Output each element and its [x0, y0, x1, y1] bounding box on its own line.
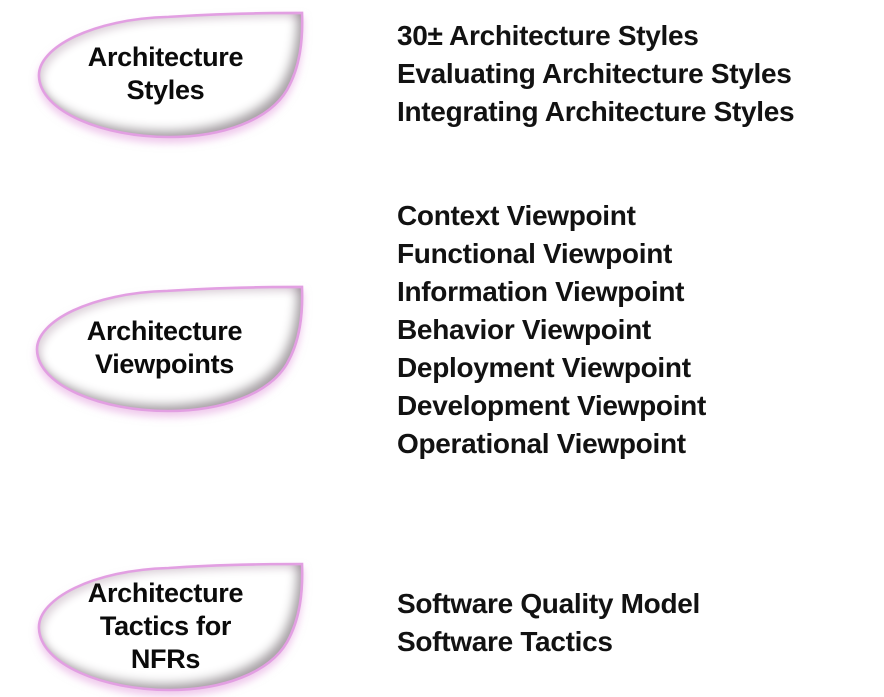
list-item: Operational Viewpoint [397, 428, 686, 459]
bubble-label-line: Styles [126, 75, 205, 105]
list-architecture-tactics-topics: Software Quality Model Software Tactics [397, 585, 700, 661]
list-architecture-styles-topics: 30± Architecture Styles Evaluating Archi… [397, 17, 795, 131]
list-architecture-viewpoints-topics: Context Viewpoint Functional Viewpoint I… [397, 197, 706, 463]
bubble-label-line: Tactics for [99, 610, 232, 641]
bubble-architecture-tactics-nfrs: Architecture Tactics for NFRs [29, 561, 308, 692]
teardrop-shape-icon [37, 11, 304, 139]
bubble-label-architecture-tactics-nfrs: Architecture Tactics for NFRs [29, 561, 308, 691]
bubble-label-architecture-viewpoints: Architecture Viewpoints [27, 284, 308, 412]
list-item: 30± Architecture Styles [397, 20, 699, 51]
list-item: Deployment Viewpoint [397, 352, 691, 383]
list-item: Functional Viewpoint [397, 238, 673, 269]
teardrop-shape-icon [37, 562, 304, 692]
bubble-label-line: Viewpoints [94, 349, 235, 379]
bubble-label-architecture-styles: Architecture Styles [29, 10, 308, 138]
teardrop-shape-icon [35, 285, 304, 413]
list-item: Information Viewpoint [397, 276, 685, 307]
bubble-label-line: Architecture [87, 577, 244, 608]
bubble-architecture-viewpoints: Architecture Viewpoints [27, 284, 308, 413]
list-item: Evaluating Architecture Styles [397, 58, 792, 89]
bubble-label-line: NFRs [130, 643, 201, 674]
bubble-label-line: Architecture [87, 42, 244, 72]
list-item: Context Viewpoint [397, 200, 636, 231]
list-item: Development Viewpoint [397, 390, 707, 421]
list-item: Software Quality Model [397, 588, 700, 619]
list-item: Behavior Viewpoint [397, 314, 651, 345]
bubble-label-line: Architecture [86, 316, 243, 346]
bubble-architecture-styles: Architecture Styles [29, 10, 308, 139]
list-item: Integrating Architecture Styles [397, 96, 795, 127]
list-item: Software Tactics [397, 626, 613, 657]
